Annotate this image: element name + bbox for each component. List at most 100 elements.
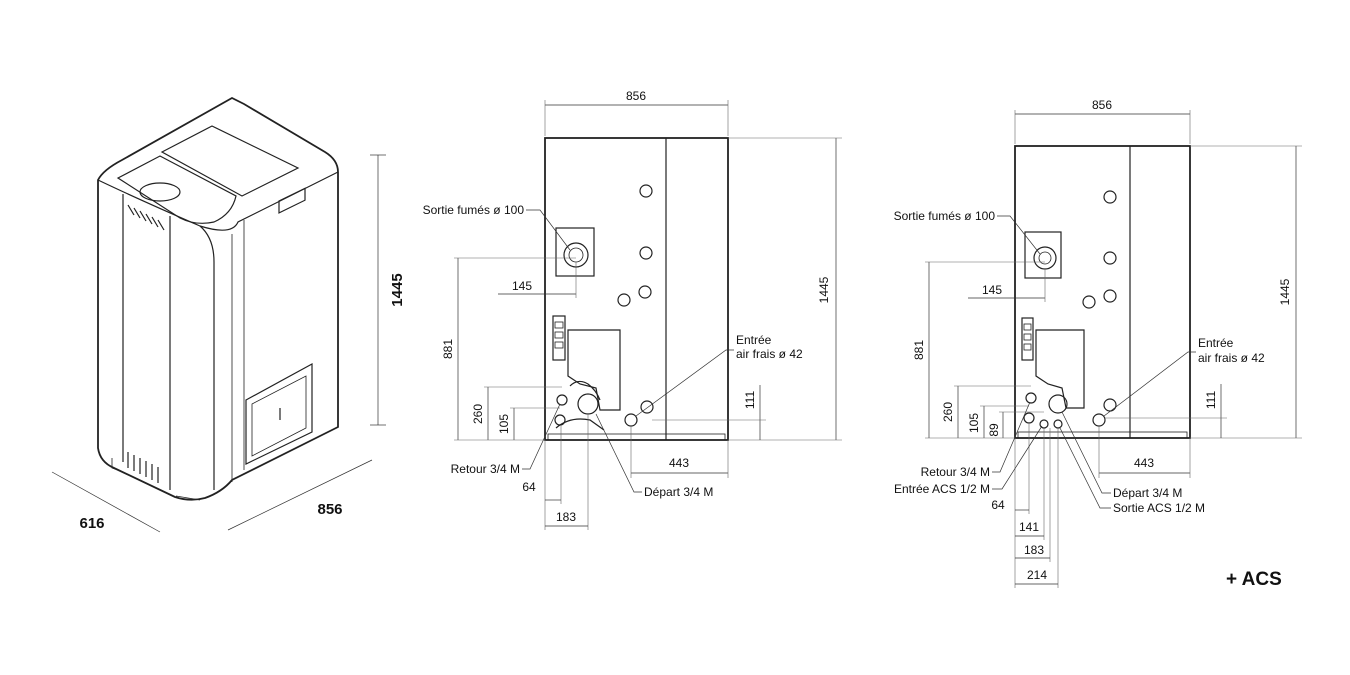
std-air-height-label: 111 bbox=[743, 391, 757, 410]
iso-depth-label: 616 bbox=[79, 515, 104, 532]
acs-retour-leader bbox=[992, 401, 1031, 473]
iso-width-dim-line bbox=[227, 459, 373, 531]
iso-top-opening bbox=[139, 182, 181, 202]
acs-retour-fitting bbox=[1025, 392, 1037, 404]
acs-depart-leader bbox=[1061, 411, 1111, 494]
acs-air-height-label: 111 bbox=[1204, 391, 1218, 410]
acs-sortie-acs-callout: Sortie ACS 1/2 M bbox=[1113, 501, 1205, 515]
std-access-panel bbox=[567, 329, 621, 411]
acs-x214-label: 214 bbox=[1027, 568, 1047, 582]
acs-badge: + ACS bbox=[1226, 569, 1282, 590]
iso-height-label: 1445 bbox=[389, 273, 406, 306]
acs-control-slot-1 bbox=[1023, 323, 1032, 331]
std-flue-height-label: 881 bbox=[441, 339, 455, 359]
acs-control-slot-3 bbox=[1023, 343, 1032, 351]
acs-sortie-acs-leader bbox=[1059, 427, 1111, 509]
std-depart-callout: Départ 3/4 M bbox=[644, 485, 713, 499]
acs-pump bbox=[1048, 394, 1068, 414]
std-flue-inner bbox=[568, 247, 584, 263]
acs-fitting-1 bbox=[1103, 190, 1117, 204]
acs-air-callout-1: Entrée bbox=[1198, 336, 1234, 350]
std-control-slot-1 bbox=[554, 321, 564, 329]
acs-flue-circle bbox=[1033, 246, 1057, 270]
acs-sortie-acs-fitting bbox=[1053, 419, 1063, 429]
iso-foot-left bbox=[111, 458, 119, 471]
std-fitting-3 bbox=[638, 285, 652, 299]
acs-flue-height-label: 881 bbox=[912, 340, 926, 360]
std-air-fitting bbox=[624, 413, 638, 427]
std-return-x-label: 64 bbox=[522, 480, 536, 494]
acs-body-outline bbox=[1014, 145, 1191, 439]
std-base-rail bbox=[547, 433, 726, 441]
acs-retour-callout: Retour 3/4 M bbox=[921, 465, 990, 479]
iso-front-curve bbox=[199, 225, 215, 490]
std-pipe-bottom bbox=[555, 418, 605, 431]
std-flue-offset-label: 145 bbox=[512, 279, 532, 293]
std-return-low-label: 105 bbox=[497, 414, 511, 434]
acs-flue-leader bbox=[997, 215, 1041, 255]
iso-vents-top bbox=[127, 204, 165, 231]
std-control-slot-3 bbox=[554, 341, 564, 349]
std-fitting-5 bbox=[640, 400, 654, 414]
acs-return-height-label: 260 bbox=[941, 402, 955, 422]
side-view-standard: 856 1445 881 260 105 145 111 443 bbox=[423, 89, 842, 530]
acs-air-leader bbox=[1103, 351, 1196, 417]
std-body-outline bbox=[544, 137, 729, 441]
iso-ash-door bbox=[245, 362, 313, 465]
iso-vents-bottom bbox=[127, 452, 159, 483]
std-return-height-label: 260 bbox=[471, 404, 485, 424]
acs-acs-height-label: 89 bbox=[987, 423, 1001, 437]
acs-x141-label: 141 bbox=[1019, 520, 1039, 534]
iso-width-label: 856 bbox=[317, 501, 342, 518]
std-depart-leader bbox=[595, 413, 642, 493]
acs-depart-fitting bbox=[1023, 412, 1035, 424]
std-fitting-1 bbox=[639, 184, 653, 198]
iso-top-lid bbox=[160, 125, 300, 197]
acs-x64-label: 64 bbox=[991, 498, 1005, 512]
iso-ash-door-inner bbox=[251, 375, 307, 457]
acs-air-callout-2: air frais ø 42 bbox=[1198, 351, 1265, 365]
acs-fitting-5 bbox=[1103, 398, 1117, 412]
acs-air-fitting bbox=[1092, 413, 1106, 427]
std-air-callout-2: air frais ø 42 bbox=[736, 347, 803, 361]
acs-depart-callout: Départ 3/4 M bbox=[1113, 486, 1182, 500]
acs-fitting-3 bbox=[1103, 289, 1117, 303]
acs-fitting-2 bbox=[1103, 251, 1117, 265]
std-fitting-2 bbox=[639, 246, 653, 260]
std-depart-x-label: 183 bbox=[556, 510, 576, 524]
acs-width-label: 856 bbox=[1092, 98, 1112, 112]
iso-base-line bbox=[175, 495, 201, 501]
iso-top-hatch bbox=[116, 155, 237, 224]
std-pipe-curve bbox=[569, 380, 601, 401]
std-retour-callout: Retour 3/4 M bbox=[451, 462, 520, 476]
std-height-label: 1445 bbox=[817, 276, 831, 303]
side-view-acs: 856 1445 881 260 105 89 145 111 443 bbox=[894, 98, 1302, 590]
acs-access-panel bbox=[1035, 329, 1085, 409]
acs-entree-acs-leader bbox=[992, 425, 1043, 490]
std-flue-leader bbox=[526, 209, 571, 251]
iso-top-front-edge bbox=[97, 171, 339, 231]
acs-base-rail bbox=[1017, 431, 1188, 439]
std-retour-leader bbox=[522, 403, 561, 470]
isometric-view: 1445 616 856 bbox=[51, 96, 406, 533]
iso-depth-dim-line bbox=[51, 471, 161, 533]
acs-return-low-label: 105 bbox=[967, 413, 981, 433]
acs-flue-plate bbox=[1024, 231, 1062, 279]
acs-control-slot-2 bbox=[1023, 333, 1032, 341]
iso-body-outline bbox=[97, 96, 339, 501]
acs-fitting-4 bbox=[1082, 295, 1096, 309]
acs-air-offset-label: 443 bbox=[1134, 456, 1154, 470]
acs-x183-label: 183 bbox=[1024, 543, 1044, 557]
std-air-callout-1: Entrée bbox=[736, 333, 772, 347]
std-width-label: 856 bbox=[626, 89, 646, 103]
std-fitting-4 bbox=[617, 293, 631, 307]
std-control-module bbox=[552, 315, 566, 361]
acs-control-module bbox=[1021, 317, 1034, 361]
acs-flue-offset-label: 145 bbox=[982, 283, 1002, 297]
std-flue-callout: Sortie fumés ø 100 bbox=[423, 203, 525, 217]
std-retour-fitting bbox=[556, 394, 568, 406]
acs-flue-inner bbox=[1038, 251, 1052, 265]
acs-entree-acs-callout: Entrée ACS 1/2 M bbox=[894, 482, 990, 496]
std-control-slot-2 bbox=[554, 331, 564, 339]
